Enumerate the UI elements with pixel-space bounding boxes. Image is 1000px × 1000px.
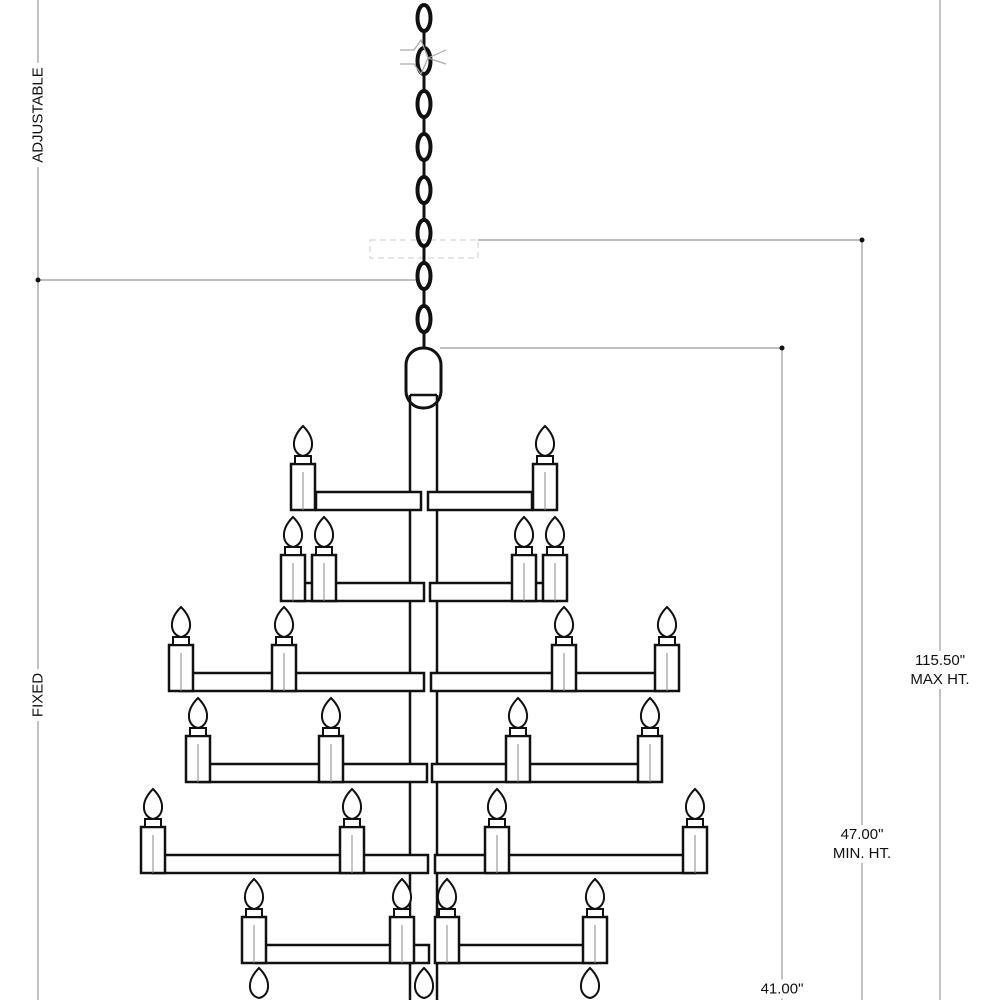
flame-bulb-icon	[414, 966, 434, 1000]
flame-bulb-icon	[314, 515, 334, 549]
chain-link-icon	[415, 46, 433, 76]
flame-bulb-icon	[580, 966, 600, 1000]
candle-socket	[641, 727, 659, 737]
candle-socket	[245, 908, 263, 918]
flame-bulb-icon	[188, 696, 208, 730]
flame-bulb-icon	[437, 877, 457, 911]
max-height-value: 115.50"	[914, 652, 966, 669]
flame-bulb-icon	[554, 605, 574, 639]
flame-bulb-icon	[171, 605, 191, 639]
candle-socket	[393, 908, 411, 918]
chain-link-icon	[415, 218, 433, 248]
max-height-label: MAX HT.	[910, 671, 970, 688]
hanging-loop	[404, 346, 443, 410]
candle-socket	[488, 818, 506, 828]
candle-socket	[284, 546, 302, 556]
candle-arm	[426, 490, 534, 512]
min-height-label: MIN. HT.	[832, 845, 892, 862]
flame-bulb-icon	[514, 515, 534, 549]
candle-arm	[433, 853, 697, 875]
candle-arm	[435, 943, 599, 965]
candle-cup	[338, 825, 366, 875]
break-symbol-icon	[400, 57, 447, 76]
chain-link-icon	[415, 304, 433, 334]
candle-socket	[546, 546, 564, 556]
flame-bulb-icon	[640, 696, 660, 730]
dimension-dot	[35, 277, 41, 283]
flame-bulb-icon	[535, 424, 555, 458]
dimension-dot	[779, 345, 785, 351]
candle-arm	[429, 671, 670, 693]
dimension-dot	[859, 237, 865, 243]
min-height-value: 47.00"	[840, 826, 884, 843]
chain-link-icon	[415, 132, 433, 162]
min-height-dimension: 47.00" MIN. HT.	[832, 825, 892, 863]
candle-socket	[172, 636, 190, 646]
flame-bulb-icon	[392, 877, 412, 911]
flame-bulb-icon	[487, 787, 507, 821]
candle-socket	[275, 636, 293, 646]
flame-bulb-icon	[545, 515, 565, 549]
candle-socket	[586, 908, 604, 918]
flame-bulb-icon	[244, 877, 264, 911]
flame-bulb-icon	[274, 605, 294, 639]
flame-bulb-icon	[321, 696, 341, 730]
flame-bulb-icon	[585, 877, 605, 911]
chain-link-icon	[415, 261, 433, 291]
candle-socket	[343, 818, 361, 828]
candle-socket	[144, 818, 162, 828]
candle-socket	[322, 727, 340, 737]
chain-link-icon	[415, 175, 433, 205]
candle-socket	[555, 636, 573, 646]
candle-socket	[294, 455, 312, 465]
candle-arm	[314, 490, 423, 512]
candle-socket	[686, 818, 704, 828]
chain-link-icon	[415, 3, 433, 33]
candle-socket	[438, 908, 456, 918]
flame-bulb-icon	[249, 966, 269, 1000]
flame-bulb-icon	[508, 696, 528, 730]
max-height-dimension: 115.50" MAX HT.	[910, 651, 970, 689]
adjustable-label: ADJUSTABLE	[28, 63, 48, 167]
flame-bulb-icon	[293, 424, 313, 458]
candle-arm	[151, 853, 430, 875]
candle-socket	[189, 727, 207, 737]
candle-arm	[428, 581, 559, 603]
candle-socket	[509, 727, 527, 737]
candle-socket	[315, 546, 333, 556]
fixed-label: FIXED	[28, 668, 48, 722]
fixture-height-dimension: 41.00"	[760, 979, 804, 999]
candle-socket	[536, 455, 554, 465]
candle-arm	[178, 671, 426, 693]
break-symbol-icon	[400, 38, 447, 59]
flame-bulb-icon	[685, 787, 705, 821]
candle-socket	[658, 636, 676, 646]
chain-link-icon	[415, 89, 433, 119]
flame-bulb-icon	[283, 515, 303, 549]
candle-socket	[515, 546, 533, 556]
flame-bulb-icon	[657, 605, 677, 639]
flame-bulb-icon	[342, 787, 362, 821]
flame-bulb-icon	[143, 787, 163, 821]
candle-arm	[198, 762, 429, 784]
candle-arm	[430, 762, 652, 784]
